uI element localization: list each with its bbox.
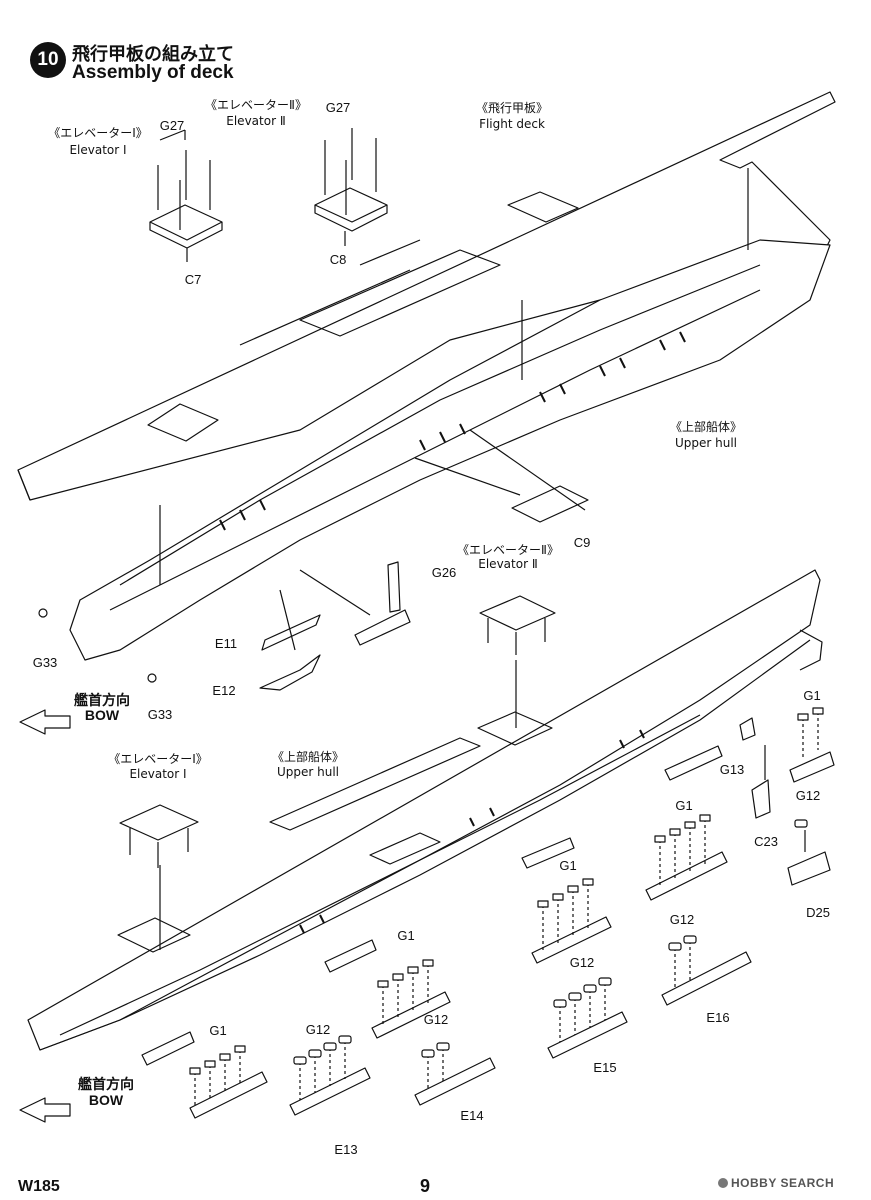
bow-label-en-1: BOW: [84, 707, 120, 723]
bow-label-ja-2: 艦首方向: [78, 1076, 134, 1092]
g33-part-a: [38, 608, 48, 618]
part-label-g1-c: G1: [559, 858, 577, 873]
g13-part: [739, 717, 756, 741]
step-number-badge: 10: [30, 42, 66, 78]
part-label-g27-a: G27: [159, 118, 185, 133]
elevator-2-label-ja: 《エレベーターⅡ》: [205, 98, 307, 112]
sponson-hull-3: [664, 745, 723, 781]
sponson-e15: [547, 1011, 628, 1059]
upper-hull-label-en-low: Upper hull: [276, 765, 340, 779]
sponson-g1-a: [189, 1071, 268, 1119]
elevator-2-label-en-mid: Elevator Ⅱ: [478, 557, 538, 571]
sponson-e13: [289, 1067, 371, 1116]
g26-part: [387, 561, 401, 613]
bow-label-en-2: BOW: [88, 1092, 124, 1108]
elevator-1-label-en: Elevator Ⅰ: [69, 143, 127, 157]
upper-hull-label-en: Upper hull: [674, 436, 738, 450]
sponson-hull-2: [521, 837, 575, 869]
part-label-d25: D25: [806, 905, 830, 920]
step-title-en: Assembly of deck: [72, 62, 234, 83]
sponson-g1-d: [645, 851, 728, 901]
watermark-text: HOBBY SEARCH: [731, 1176, 835, 1190]
part-label-e13: E13: [334, 1142, 358, 1157]
e11b-part: [354, 609, 411, 646]
lower-elevator-opening-1: [117, 917, 191, 953]
upper-hull-label-ja: 《上部船体》: [669, 420, 743, 434]
flight-deck-part: [17, 91, 836, 501]
elevator-1-label-ja: 《エレベーターⅠ》: [48, 126, 148, 140]
deck-elevator-opening-2: [507, 191, 579, 223]
sponson-e16: [661, 951, 752, 1006]
part-label-g26: G26: [431, 565, 457, 580]
part-label-g1-d: G1: [675, 798, 693, 813]
bow-arrow-2: [19, 1097, 71, 1123]
bow-label-ja-1: 艦首方向: [74, 692, 130, 708]
deck-elevator-opening-1: [147, 403, 219, 442]
sponson-hull-4: [141, 1031, 195, 1066]
part-label-g13: G13: [719, 762, 745, 777]
g27-pins-1: [157, 129, 211, 230]
elevator-2-c8: [314, 187, 388, 223]
part-label-g12-e13: G12: [305, 1022, 331, 1037]
part-label-e15: E15: [593, 1060, 617, 1075]
part-label-g12-e16: G12: [669, 912, 695, 927]
part-label-e16: E16: [706, 1010, 730, 1025]
sponson-hull-1: [324, 939, 377, 973]
bow-arrow-1: [19, 709, 71, 735]
g27-pins-2: [324, 128, 377, 215]
c23-part: [751, 779, 771, 819]
c9-part: [511, 485, 589, 523]
part-label-c9: C9: [573, 535, 591, 550]
elevator-2-table: [479, 595, 556, 631]
part-label-g27-b: G27: [325, 100, 351, 115]
part-label-g12-right: G12: [795, 788, 821, 803]
part-label-g33-b: G33: [147, 707, 173, 722]
part-label-g12-e14: G12: [423, 1012, 449, 1027]
part-label-e14: E14: [460, 1108, 484, 1123]
e12-part: [259, 654, 321, 691]
part-label-g12-e15: G12: [569, 955, 595, 970]
watermark: HOBBY SEARCH: [718, 1176, 834, 1190]
part-label-g1-b: G1: [397, 928, 415, 943]
sponson-g1-b: [371, 991, 451, 1039]
flight-deck-label-ja: 《飛行甲板》: [475, 101, 549, 115]
elevator-1-label-ja-low: 《エレベーターⅠ》: [108, 752, 208, 766]
elevator-1-table: [119, 804, 199, 841]
g1-top-right-base: [789, 751, 835, 783]
lower-elevator-opening-2: [477, 711, 553, 746]
part-label-c7: C7: [184, 272, 202, 287]
part-label-e12: E12: [212, 683, 236, 698]
part-label-g1-a: G1: [209, 1023, 227, 1038]
elevator-1-label-en-low: Elevator Ⅰ: [129, 767, 187, 781]
watermark-logo-icon: [718, 1178, 728, 1188]
elevator-2-label-ja-mid: 《エレベーターⅡ》: [457, 543, 559, 557]
step-title-ja: 飛行甲板の組み立て: [72, 44, 234, 65]
g1-mounts: [189, 707, 824, 1075]
part-label-g1-top-right: G1: [803, 688, 821, 703]
g12-mounts: [293, 819, 808, 1065]
elevator-2-label-en: Elevator Ⅱ: [226, 114, 286, 128]
upper-hull-part: [69, 239, 831, 661]
part-label-g33-a: G33: [32, 655, 58, 670]
sponson-e14: [414, 1057, 496, 1106]
upper-hull-label-ja-low: 《上部船体》: [271, 750, 345, 764]
product-code: W185: [18, 1178, 60, 1195]
g33-part-b: [147, 673, 157, 683]
sponson-g1-c: [531, 916, 612, 964]
part-label-e11: E11: [214, 636, 238, 651]
part-label-c8: C8: [329, 252, 347, 267]
part-label-c23: C23: [754, 834, 778, 849]
d25-part: [787, 851, 831, 886]
flight-deck-label-en: Flight deck: [479, 117, 545, 131]
page-number: 9: [420, 1176, 431, 1196]
